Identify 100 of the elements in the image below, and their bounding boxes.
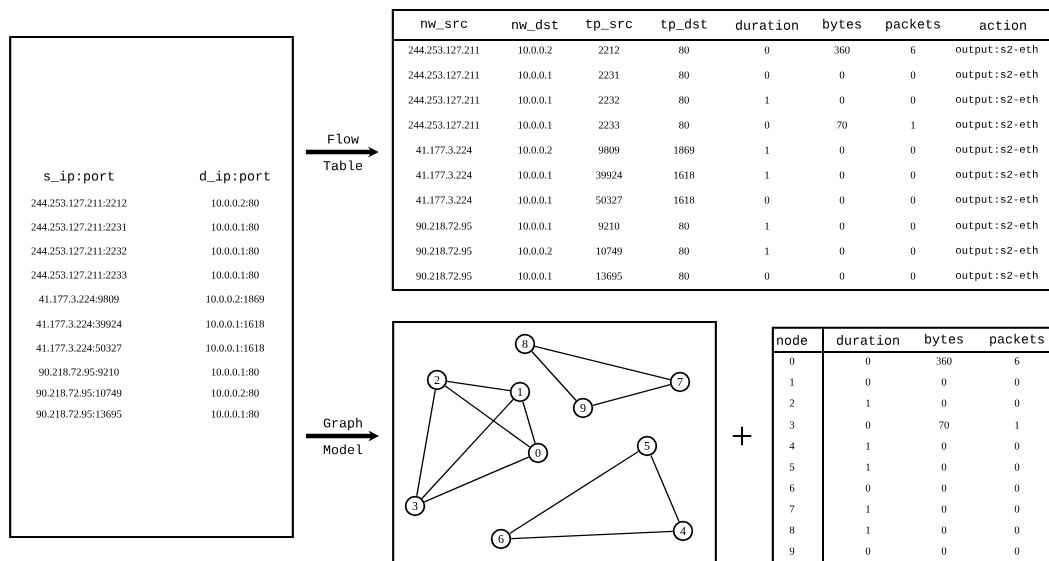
table-entry: 10.0.0.1 (518, 272, 552, 280)
table-entry: 0 (941, 378, 947, 386)
table-entry: 0 (764, 196, 770, 204)
graph-edge (444, 385, 531, 448)
graph-vertex: 9 (572, 397, 594, 419)
graph-edge (416, 389, 436, 497)
table-entry: 1 (765, 171, 770, 179)
table-entry: 1 (790, 378, 795, 386)
table-entry: 10.0.0.2 (518, 146, 552, 154)
graph-vertex: 0 (527, 442, 549, 464)
table-entry: 0 (941, 547, 947, 555)
table-entry: 9210 (598, 222, 620, 230)
graph-vertex: 7 (669, 371, 691, 393)
table-entry: 244.253.127.211:2212 (31, 199, 127, 207)
table-entry: 244.253.127.211 (408, 121, 480, 129)
table-entry: 10.0.0.1:80 (211, 410, 259, 418)
table-entry: 2231 (598, 71, 619, 79)
table-entry: 0 (764, 71, 770, 79)
graph-edge (522, 401, 536, 444)
table-entry: 10.0.0.2:80 (211, 199, 259, 207)
graph-vertex: 4 (672, 520, 694, 542)
graph-vertex: 8 (514, 333, 536, 355)
table-entry: 0 (1014, 442, 1020, 450)
edge-label: Flow Table (323, 133, 363, 171)
table-entry: 0 (865, 547, 871, 555)
table-entry: 0 (1014, 547, 1020, 555)
graph-edge (531, 350, 577, 402)
table-entry: 360 (936, 357, 952, 365)
table-entry: 1 (866, 399, 871, 407)
table-entry: 0 (1014, 526, 1020, 534)
column-header: node (777, 335, 808, 345)
table-entry: 1 (765, 247, 770, 255)
table-entry: 90.218.72.95 (416, 272, 472, 280)
table-entry: 10.0.0.1:1618 (206, 320, 265, 328)
table-entry: output:s2-eth (955, 45, 1038, 55)
table-entry: 41.177.3.224 (416, 196, 472, 204)
table-entry: 0 (839, 196, 845, 204)
graph-edge (650, 454, 680, 523)
table-entry: output:s2-eth (955, 70, 1038, 80)
graph-edge (534, 345, 671, 381)
table-entry: 6 (789, 484, 795, 492)
table-entry: 1 (765, 146, 770, 154)
table-entry: 90.218.72.95:9210 (39, 368, 119, 376)
table-entry: output:s2-eth (955, 120, 1038, 130)
table-entry: 41.177.3.224:39924 (36, 320, 122, 328)
table-entry: 1 (765, 222, 770, 230)
table-entry: 0 (865, 357, 871, 365)
table-entry: 5 (789, 463, 795, 471)
table-entry: 0 (764, 46, 770, 54)
table-entry: 80 (679, 46, 689, 54)
column-header: bytes (925, 333, 963, 347)
table-entry: 10.0.0.1 (518, 222, 552, 230)
table-entry: 1 (1015, 421, 1020, 429)
table-entry: 2232 (598, 96, 620, 104)
table-entry: 8 (789, 526, 795, 534)
table-entry: 3 (789, 421, 795, 429)
table-entry: 0 (941, 463, 947, 471)
table-entry: 0 (839, 96, 845, 104)
table-entry: output:s2-eth (955, 271, 1038, 281)
graph-edge (592, 384, 671, 407)
table-entry: 1618 (674, 196, 695, 204)
table-entry: 360 (834, 46, 850, 54)
table-entry: 1 (866, 442, 871, 450)
table-entry: 0 (839, 247, 845, 255)
table-entry: 244.253.127.211 (408, 46, 480, 54)
table-entry: 10.0.0.1:80 (211, 247, 259, 255)
table-entry: 1618 (674, 171, 695, 179)
table-entry: 10.0.0.1 (518, 196, 552, 204)
table-entry: 39924 (596, 171, 623, 179)
table-entry: 0 (910, 96, 916, 104)
column-header: duration (735, 20, 798, 30)
table-entry: 7 (790, 505, 795, 513)
edge-label: Graph Model (323, 417, 363, 455)
table-entry: 0 (910, 222, 916, 230)
graph-vertex: 5 (636, 435, 658, 457)
panel-box (9, 35, 294, 539)
table-entry: 0 (839, 222, 845, 230)
table-entry: 80 (679, 71, 689, 79)
graph-panel (392, 320, 717, 561)
table-entry: 2212 (598, 46, 620, 54)
table-entry: 0 (865, 484, 871, 492)
graph-vertex: 2 (426, 369, 448, 391)
table-entry: 10.0.0.1:80 (211, 271, 259, 279)
table-entry: 41.177.3.224 (416, 146, 472, 154)
table-entry: output:s2-eth (955, 145, 1038, 155)
table-entry: 0 (1014, 484, 1020, 492)
table-entry: 6 (1014, 357, 1020, 365)
table-entry: 10749 (596, 247, 622, 255)
table-entry: output:s2-eth (955, 95, 1038, 105)
table-entry: 0 (910, 247, 916, 255)
table-entry: 1 (866, 526, 871, 534)
table-entry: 1869 (674, 146, 695, 154)
table-entry: 0 (910, 171, 916, 179)
table-entry: 6 (910, 46, 916, 54)
table-entry: 0 (941, 442, 947, 450)
table-entry: output:s2-eth (955, 195, 1038, 205)
table-entry: 0 (789, 357, 795, 365)
table-entry: 0 (1014, 463, 1020, 471)
table-entry: 1 (866, 505, 871, 513)
column-header: tp_dst (661, 18, 707, 32)
